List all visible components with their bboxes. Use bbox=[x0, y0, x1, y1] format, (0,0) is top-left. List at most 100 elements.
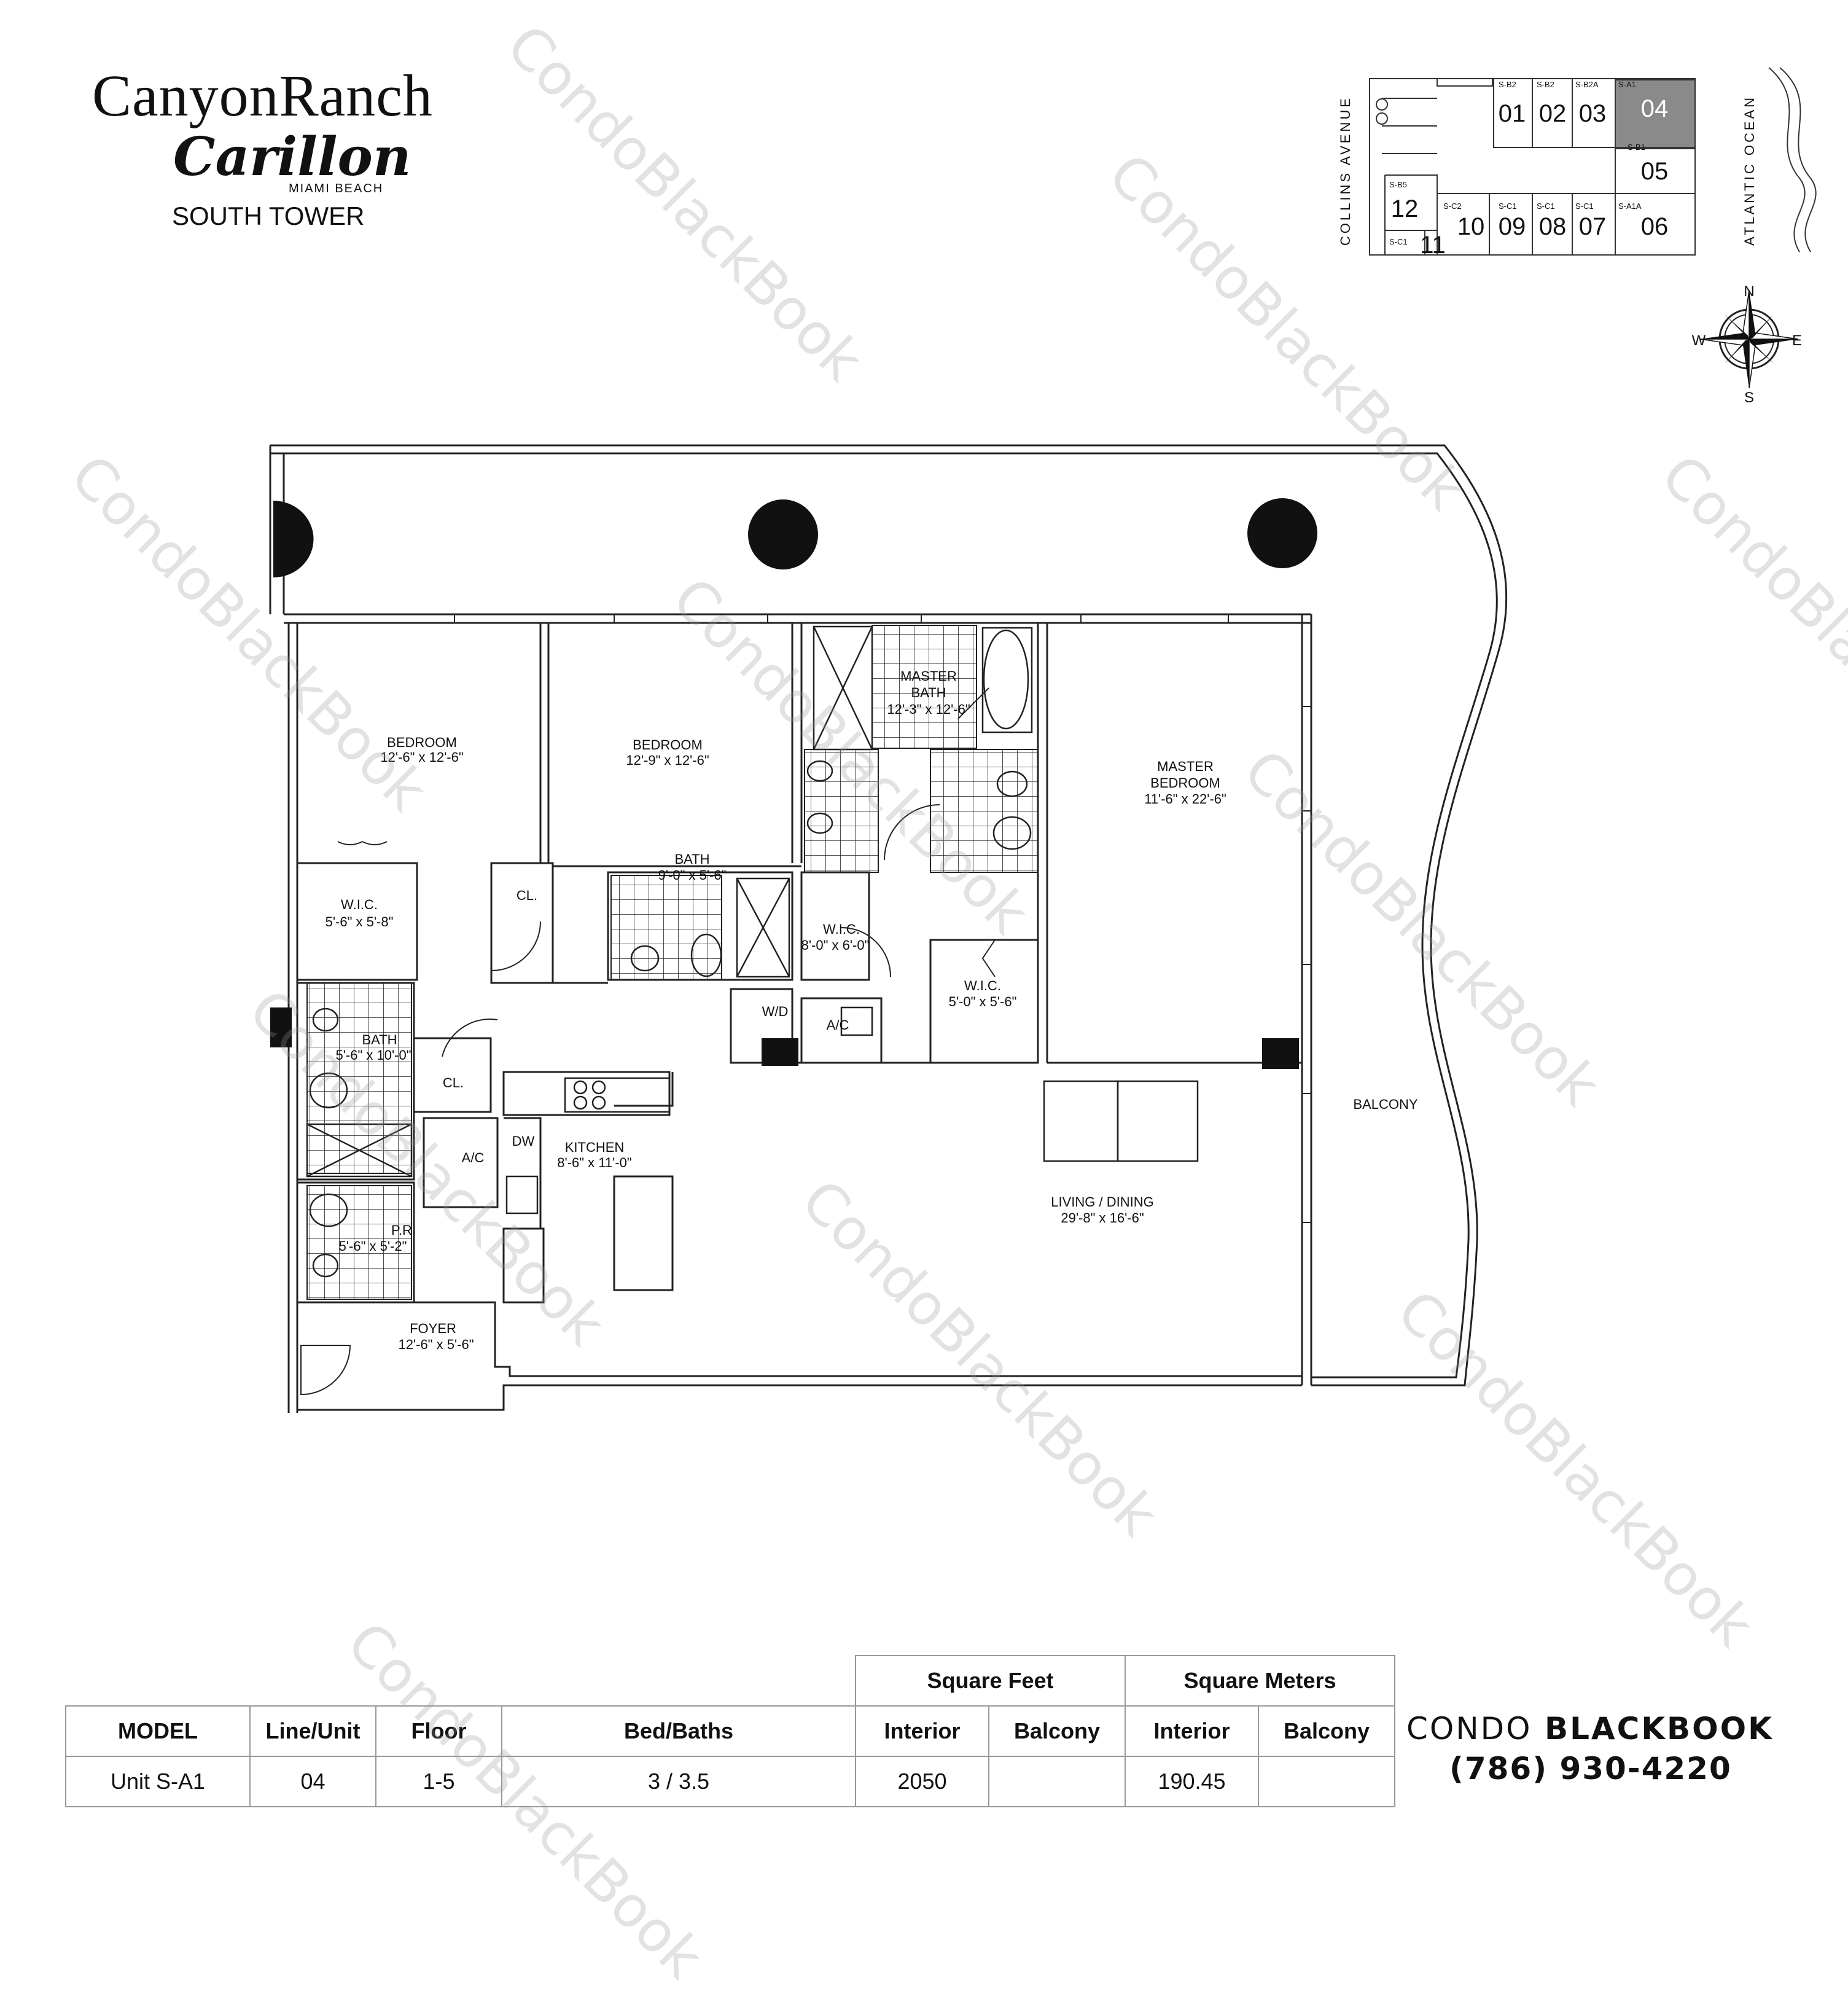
square-meters-header: Square Meters bbox=[1125, 1655, 1395, 1707]
cell-balcony-sqft bbox=[988, 1756, 1126, 1807]
foyer-label: FOYER bbox=[410, 1321, 456, 1336]
atlantic-ocean-label: ATLANTIC OCEAN bbox=[1742, 95, 1757, 246]
foyer-dim: 12'-6" x 5'-6" bbox=[398, 1337, 474, 1352]
powder-room-dim: 5'-6" x 5'-2" bbox=[339, 1238, 407, 1254]
powder-room-label: P.R. bbox=[391, 1222, 416, 1238]
living-dining-dim: 29'-8" x 16'-6" bbox=[1061, 1210, 1144, 1226]
cell-line-unit: 04 bbox=[249, 1756, 376, 1807]
compass-rose-icon bbox=[1699, 289, 1799, 389]
master-bath-label: MASTER bbox=[900, 668, 957, 684]
keyplan-unit-06: 06 bbox=[1641, 213, 1669, 240]
wic1-label: W.I.C. bbox=[341, 897, 378, 912]
keyplan-model-09: S-C1 bbox=[1499, 201, 1517, 211]
ac1-label: A/C bbox=[827, 1017, 849, 1033]
keyplan-unit-03: 03 bbox=[1579, 100, 1607, 127]
keyplan-model-10: S-C2 bbox=[1443, 201, 1462, 211]
interior-walls bbox=[296, 623, 1302, 1304]
unit-spec-table: Square Feet Square Meters MODEL Line/Uni… bbox=[65, 1655, 1395, 1807]
keyplan-unit-11: 11 bbox=[1420, 232, 1446, 259]
bath3-dim: 5'-6" x 10'-0" bbox=[335, 1047, 411, 1063]
master-bedroom-label2: BEDROOM bbox=[1150, 775, 1220, 791]
keyplan-unit-12: 12 bbox=[1391, 195, 1419, 222]
keyplan-unit-04: 04 bbox=[1641, 95, 1669, 122]
keyplan bbox=[1369, 67, 1817, 256]
bedroom1-label: BEDROOM bbox=[387, 735, 457, 750]
keyplan-model-01: S-B2 bbox=[1499, 80, 1516, 89]
bath3-label: BATH bbox=[362, 1032, 397, 1047]
shafts bbox=[270, 1007, 1299, 1069]
bath2-label: BATH bbox=[674, 851, 709, 867]
balcony-outline bbox=[269, 444, 1508, 1387]
brand-light-word: CONDO bbox=[1406, 1711, 1532, 1747]
condo-blackbook-logo: CONDO BLACKBOOK bbox=[1406, 1711, 1774, 1747]
tower-name: SOUTH TOWER bbox=[172, 201, 365, 230]
closet2-label: CL. bbox=[443, 1075, 464, 1090]
washer-dryer-label: W/D bbox=[762, 1004, 789, 1019]
logo-location: MIAMI BEACH bbox=[289, 182, 384, 195]
keyplan-unit-01: 01 bbox=[1499, 100, 1526, 127]
exterior-walls bbox=[284, 613, 1312, 1413]
balcony-columns bbox=[273, 498, 1317, 577]
col-floor: Floor bbox=[375, 1705, 502, 1757]
bath2-dim: 9'-0" x 5'-6" bbox=[658, 867, 727, 883]
table-row: Unit S-A1 04 1-5 3 / 3.5 2050 190.45 bbox=[65, 1756, 1395, 1807]
bedroom2-dim: 12'-9" x 12'-6" bbox=[626, 753, 709, 768]
keyplan-unit-10: 10 bbox=[1457, 213, 1485, 240]
col-bed-baths: Bed/Baths bbox=[501, 1705, 856, 1757]
compass-north: N bbox=[1744, 283, 1754, 300]
wic1-dim: 5'-6" x 5'-8" bbox=[326, 914, 394, 929]
floor-plan: BEDROOM 12'-6" x 12'-6" BEDROOM 12'-9" x… bbox=[269, 67, 1817, 1413]
keyplan-labels: 01 02 03 04 05 06 07 08 09 10 11 12 bbox=[1391, 95, 1669, 259]
cell-interior-sqm: 190.45 bbox=[1125, 1756, 1259, 1807]
bedroom2-label: BEDROOM bbox=[633, 737, 703, 753]
fixtures bbox=[306, 625, 1199, 1291]
room-labels: BEDROOM 12'-6" x 12'-6" BEDROOM 12'-9" x… bbox=[326, 668, 1418, 1352]
keyplan-unit-08: 08 bbox=[1539, 213, 1567, 240]
wic3-label: W.I.C. bbox=[964, 978, 1001, 993]
keyplan-model-06: S-A1A bbox=[1618, 201, 1642, 211]
keyplan-unit-02: 02 bbox=[1539, 100, 1567, 127]
wic3-dim: 5'-0" x 5'-6" bbox=[949, 994, 1017, 1009]
door-swings bbox=[300, 687, 996, 1396]
keyplan-model-04: S-A1 bbox=[1618, 80, 1636, 89]
keyplan-model-02: S-B2 bbox=[1537, 80, 1554, 89]
tile-floors bbox=[306, 625, 1039, 1300]
contact-phone[interactable]: (786) 930-4220 bbox=[1449, 1751, 1732, 1786]
keyplan-model-07: S-C1 bbox=[1575, 201, 1594, 211]
cell-bed-baths: 3 / 3.5 bbox=[501, 1756, 856, 1807]
kitchen-dim: 8'-6" x 11'-0" bbox=[557, 1155, 631, 1170]
cell-interior-sqft: 2050 bbox=[855, 1756, 989, 1807]
col-model: MODEL bbox=[65, 1705, 251, 1757]
compass-west: W bbox=[1692, 332, 1706, 349]
dishwasher-label: DW bbox=[512, 1133, 535, 1149]
master-bath-label2: BATH bbox=[911, 685, 946, 700]
compass-labels: N S E W bbox=[1692, 283, 1802, 406]
collins-avenue-label: COLLINS AVENUE bbox=[1338, 96, 1353, 246]
compass-south: S bbox=[1744, 389, 1754, 406]
keyplan-model-03: S-B2A bbox=[1575, 80, 1599, 89]
keyplan-unit-05: 05 bbox=[1641, 158, 1669, 185]
keyplan-unit-07: 07 bbox=[1579, 213, 1607, 240]
keyplan-model-05: S-B1 bbox=[1628, 143, 1645, 152]
cell-balcony-sqm bbox=[1258, 1756, 1395, 1807]
compass-east: E bbox=[1792, 332, 1802, 349]
window-mullions bbox=[454, 614, 1311, 1223]
wic2-dim: 8'-0" x 6'-0" bbox=[801, 937, 870, 953]
master-bath-dim: 12'-3" x 12'-6" bbox=[887, 702, 970, 717]
keyplan-model-08: S-C1 bbox=[1537, 201, 1555, 211]
col-balcony-sqm: Balcony bbox=[1258, 1705, 1395, 1757]
closet1-label: CL. bbox=[517, 888, 537, 903]
keyplan-unit-09: 09 bbox=[1499, 213, 1526, 240]
keyplan-model-labels: S-B2 S-B2 S-B2A S-A1 S-B1 S-A1A S-C1 S-C… bbox=[1389, 80, 1645, 246]
cell-floor: 1-5 bbox=[375, 1756, 502, 1807]
col-line-unit: Line/Unit bbox=[249, 1705, 376, 1757]
col-interior-sqft: Interior bbox=[855, 1705, 989, 1757]
canyon-ranch-logo: CanyonRanch bbox=[92, 63, 433, 128]
keyplan-model-12: S-B5 bbox=[1389, 180, 1407, 189]
bedroom1-dim: 12'-6" x 12'-6" bbox=[380, 749, 463, 765]
square-feet-header: Square Feet bbox=[855, 1655, 1126, 1707]
wic2-label: W.I.C. bbox=[823, 921, 860, 937]
cell-model: Unit S-A1 bbox=[65, 1756, 251, 1807]
living-dining-label: LIVING / DINING bbox=[1051, 1194, 1153, 1210]
col-balcony-sqft: Balcony bbox=[988, 1705, 1126, 1757]
